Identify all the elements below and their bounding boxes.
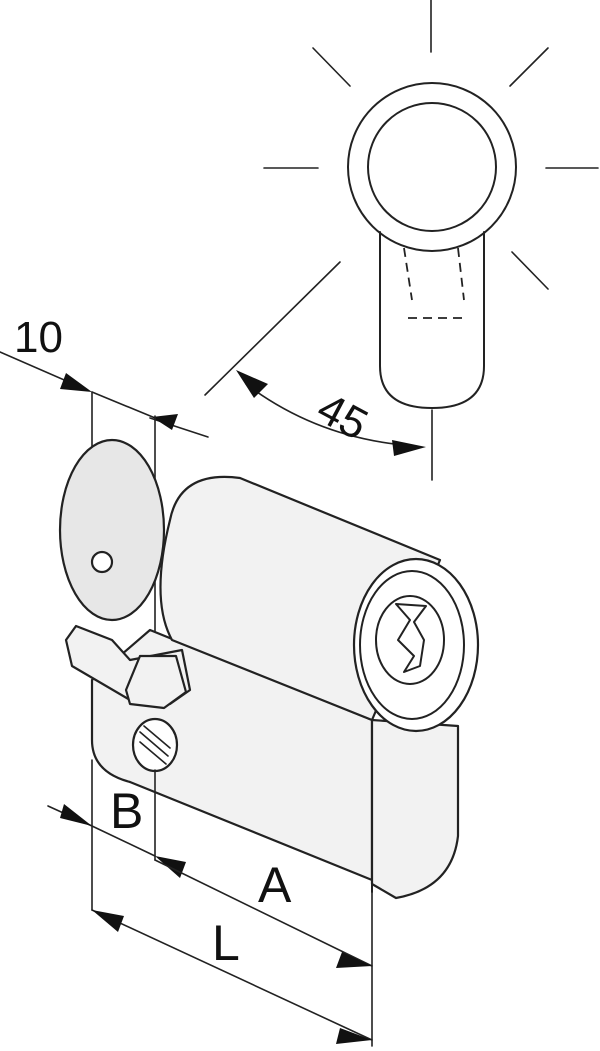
cam-rotation-detail: 45 (204, 0, 599, 481)
cam-hidden-lines (403, 247, 465, 319)
keyway-icon (395, 603, 427, 673)
a-dimension-label: A (258, 857, 292, 913)
rear-cap (58, 438, 166, 622)
bottom-dimensions: B A L (47, 759, 373, 1047)
cam-ring-inner (367, 102, 497, 232)
front-face-rim (359, 570, 465, 720)
key-plug (375, 595, 445, 685)
top-width-label: 10 (14, 313, 63, 362)
rotation-rays (263, 0, 599, 290)
cam-tail (379, 231, 485, 409)
side-housing (370, 718, 460, 900)
cam-pin (90, 550, 114, 574)
l-dimension-label: L (212, 915, 240, 971)
cylinder-body (58, 438, 480, 900)
b-dimension-label: B (110, 783, 143, 839)
cam-ring-outer (347, 82, 517, 252)
cam-nose (124, 654, 188, 710)
front-face (352, 557, 480, 733)
